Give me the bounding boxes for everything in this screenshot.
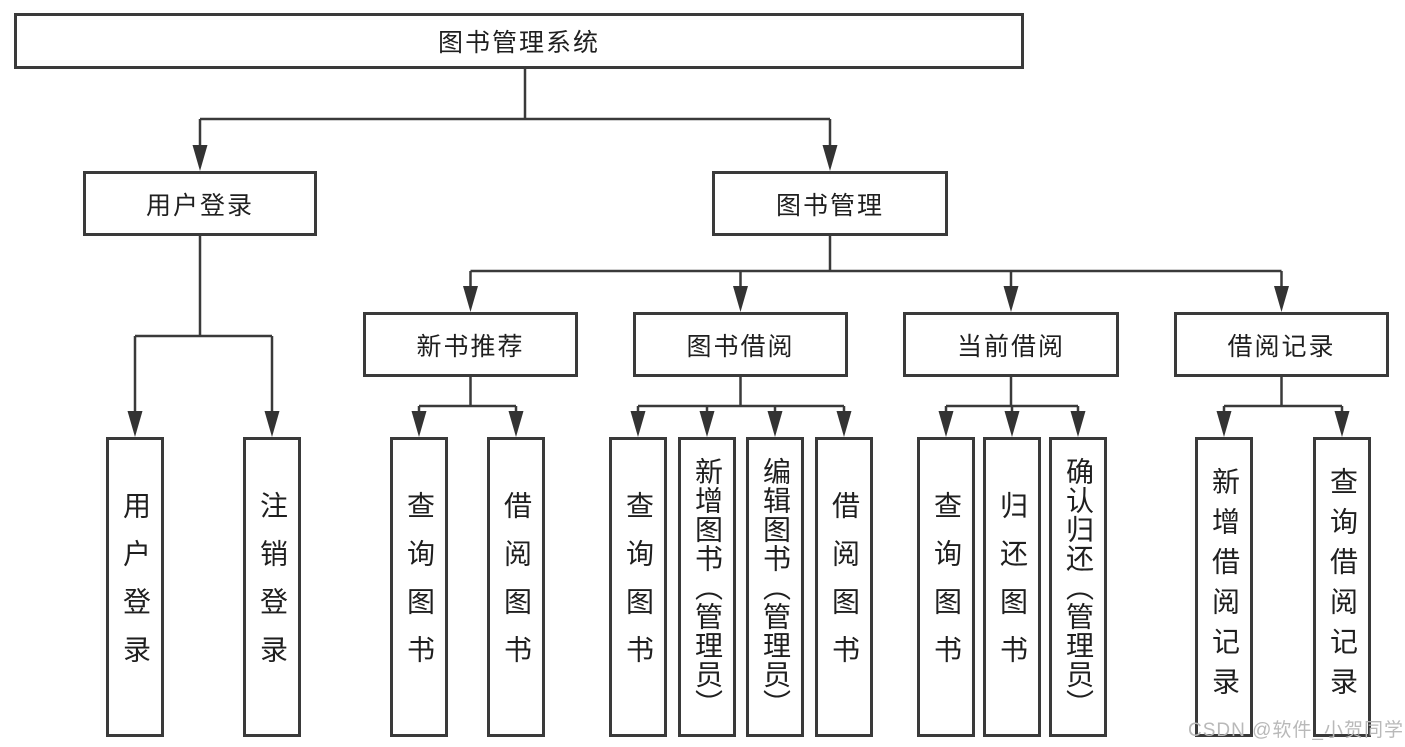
node-new-book-recommend: 新书推荐 — [363, 312, 578, 377]
node-leaf-borrow-books-1: 借阅图书 — [487, 437, 545, 737]
node-leaf-logout: 注销登录 — [243, 437, 301, 737]
node-leaf-user-login: 用户登录 — [106, 437, 164, 737]
node-book-management: 图书管理 — [712, 171, 948, 236]
node-book-borrowing: 图书借阅 — [633, 312, 848, 377]
node-leaf-add-book-admin: 新增图书（管理员） — [678, 437, 736, 737]
node-borrowing-records: 借阅记录 — [1174, 312, 1389, 377]
node-leaf-query-borrow-record: 查询借阅记录 — [1313, 437, 1371, 737]
node-leaf-borrow-books-2: 借阅图书 — [815, 437, 873, 737]
node-leaf-query-books-1: 查询图书 — [390, 437, 448, 737]
csdn-watermark: CSDN @软件_小贺同学 — [1188, 720, 1404, 741]
node-user-login-group: 用户登录 — [83, 171, 317, 236]
node-leaf-return-book: 归还图书 — [983, 437, 1041, 737]
node-leaf-add-borrow-record: 新增借阅记录 — [1195, 437, 1253, 737]
node-leaf-confirm-return-admin: 确认归还（管理员） — [1049, 437, 1107, 737]
node-leaf-query-books-3: 查询图书 — [917, 437, 975, 737]
node-leaf-query-books-2: 查询图书 — [609, 437, 667, 737]
node-library-management-system: 图书管理系统 — [14, 13, 1024, 69]
node-leaf-edit-book-admin: 编辑图书（管理员） — [746, 437, 804, 737]
node-current-borrowing: 当前借阅 — [903, 312, 1119, 377]
